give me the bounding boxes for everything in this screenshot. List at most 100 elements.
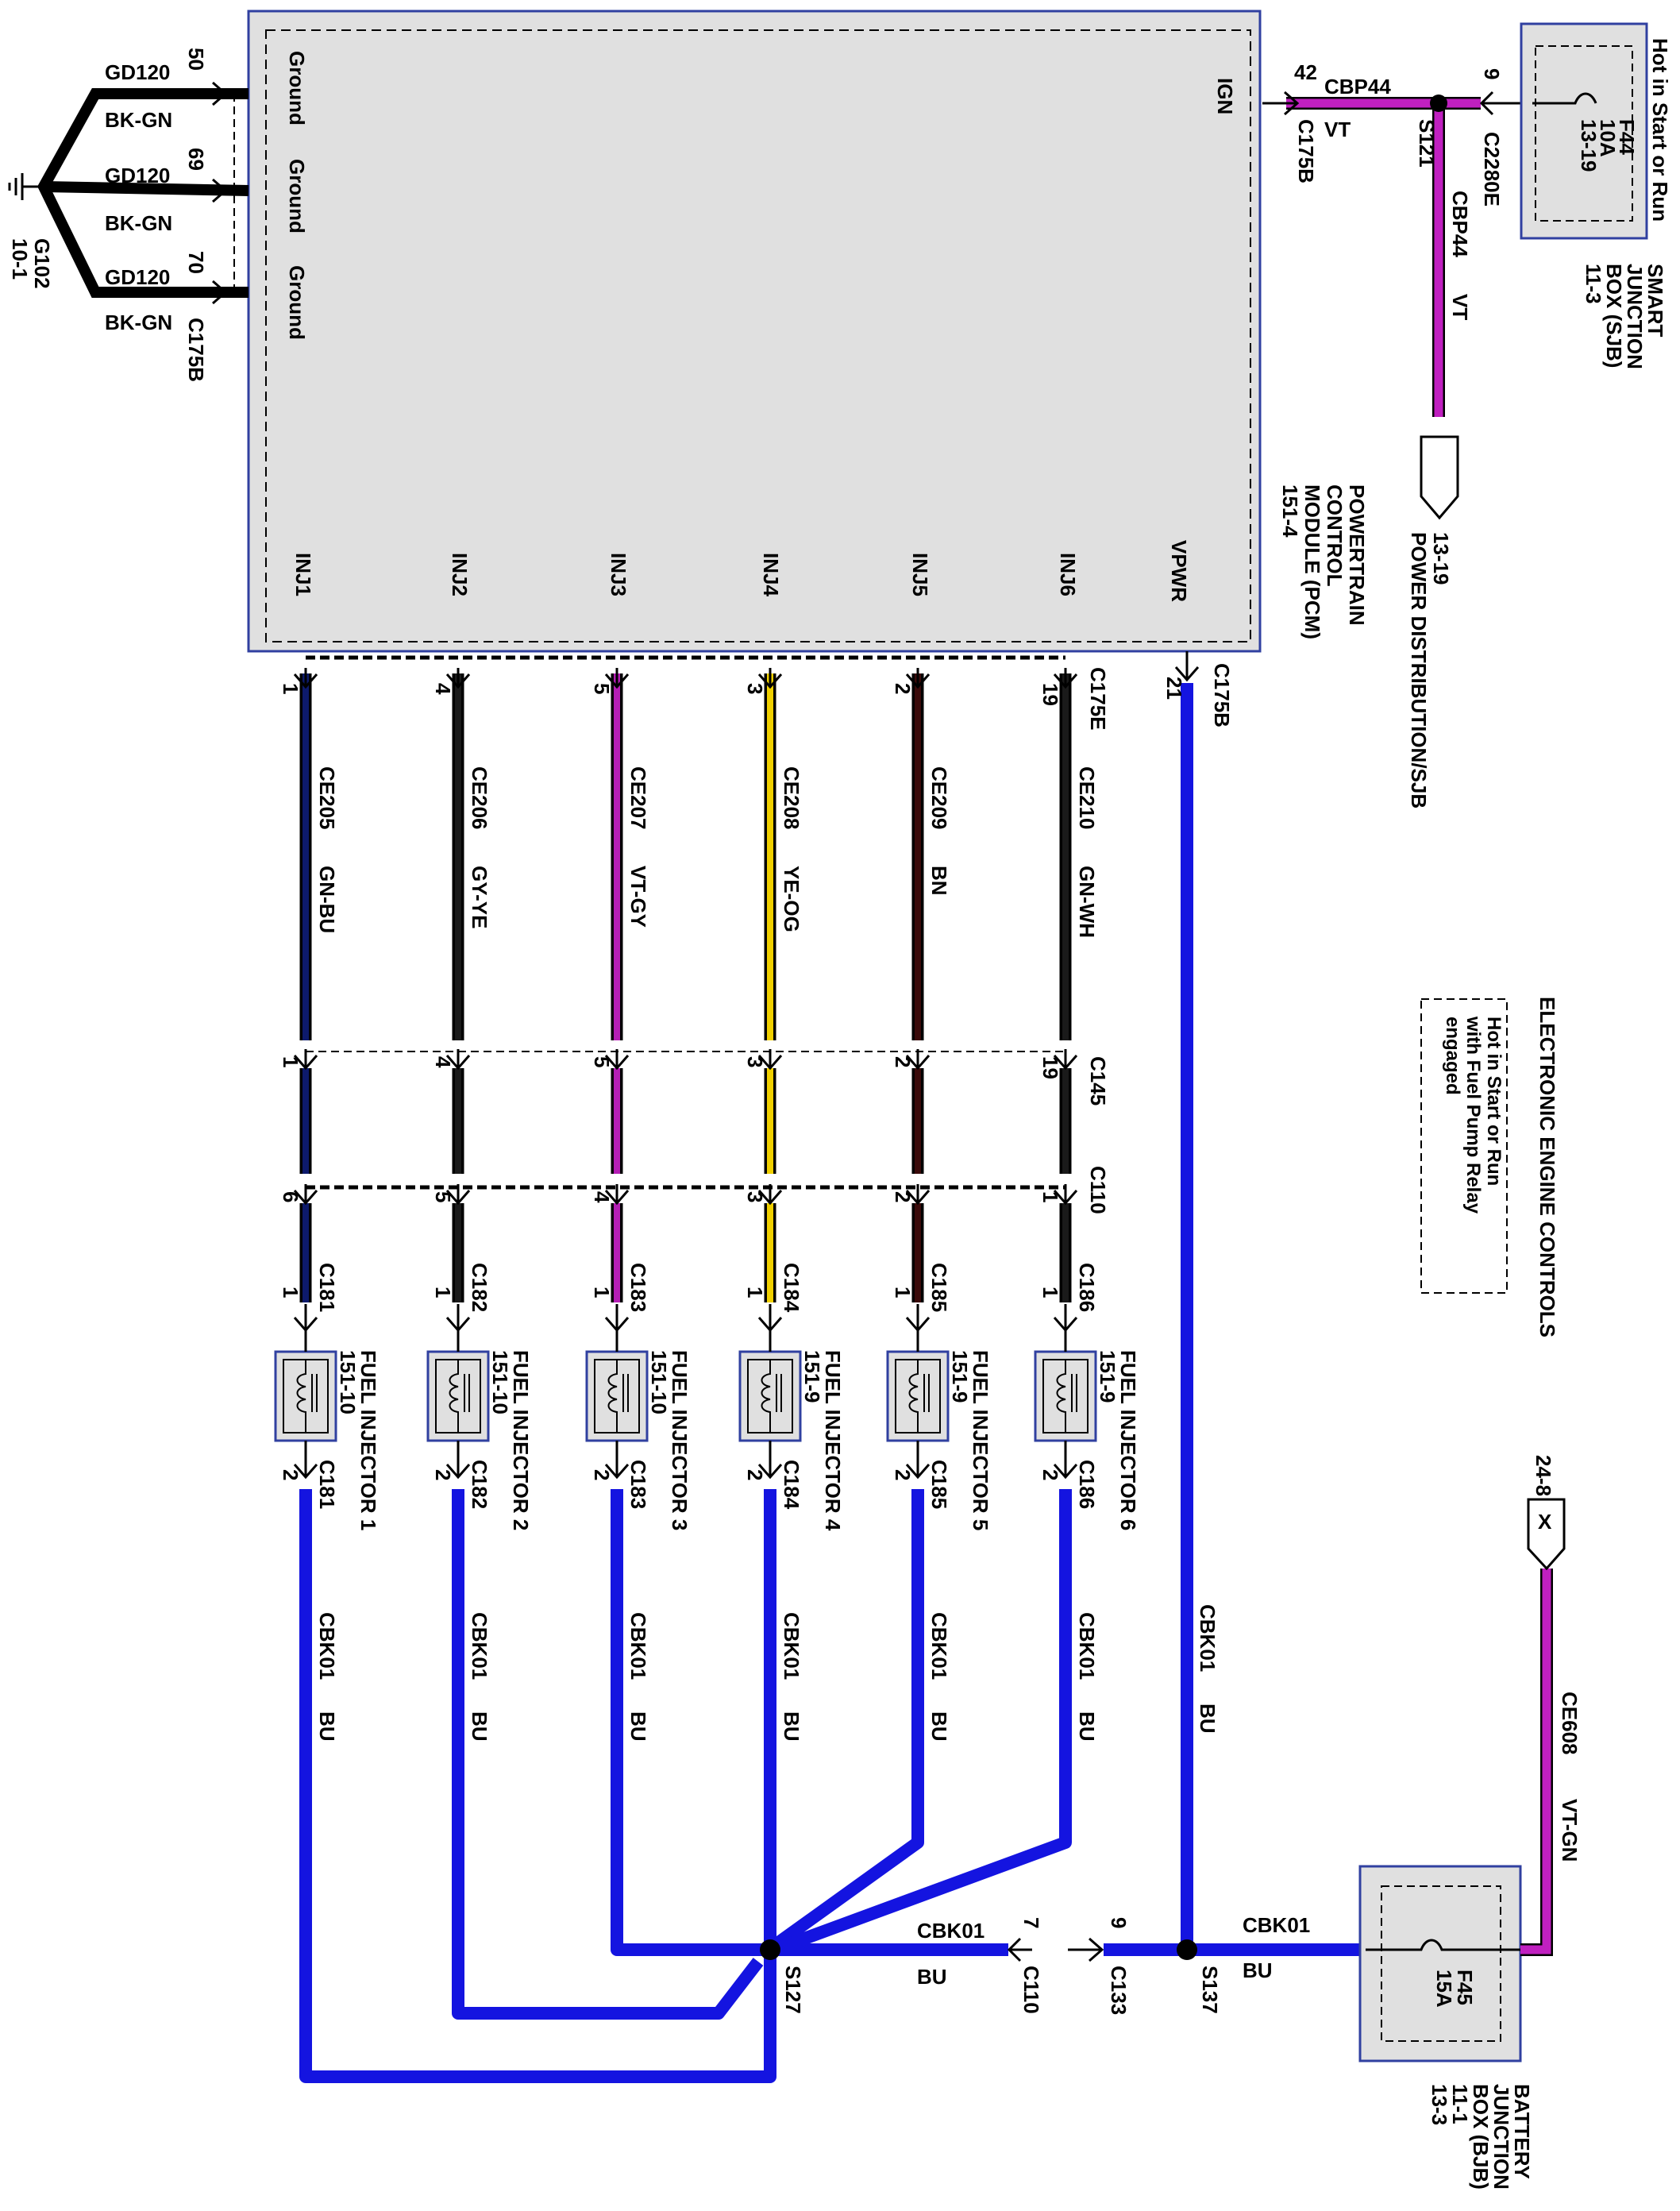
fuel-injector-4-ref: 151-9 [800,1350,824,1403]
injector-2-pin-top: 1 [431,1287,455,1298]
bjb-fuse-rating: 15A [1432,1970,1456,2008]
pcm-pin-ground-3: Ground [285,265,309,340]
fuel-injector-3-name: FUEL INJECTOR 3 [668,1350,692,1530]
relay-x-arrow [1527,1498,1566,1571]
injector-6-plug-c110 [1053,1184,1078,1206]
pcm-pin-inj1: INJ1 [291,553,315,596]
injector-5-c145-pin: 2 [891,1056,915,1067]
eec-note-2: with Fuel Pump Relay [1462,1016,1484,1214]
injector-2-plug-c110 [445,1184,471,1206]
injector-5-plug-c110 [905,1184,931,1206]
injector-3-plug-pcm [604,668,630,689]
ground-circuit-3: GD120 [105,265,170,289]
injector-3-connector-bottom: C183 [626,1460,650,1509]
injector-6-return-circuit: CBK01 [1075,1612,1099,1680]
injector-3-circuit: CE207 [626,766,650,830]
injector-1-c145-pin: 1 [279,1056,302,1067]
injector-return-bus [299,1489,1366,2083]
injector-3-connector-top: C183 [626,1263,650,1312]
fuel-injector-5-name: FUEL INJECTOR 5 [969,1350,992,1530]
pcm-pin-inj2: INJ2 [448,553,472,596]
ign-connector: C175B [1294,119,1318,183]
pcm-name-2: CONTROL [1323,484,1347,587]
injector-4-return-color: BU [780,1711,803,1742]
bus-connectors [1007,1937,1104,1962]
fuel-injector-6-coil-icon [1056,1360,1077,1433]
c133-label: C133 [1107,1966,1131,2015]
injector-4-return-circuit: CBK01 [780,1612,803,1680]
fuel-injector-6-name: FUEL INJECTOR 6 [1116,1350,1140,1530]
ign-pin: 42 [1294,60,1317,84]
vpwr-pin: 21 [1162,677,1186,700]
injector-3-return-circuit: CBK01 [626,1612,650,1680]
injector-5-pin-bottom: 2 [891,1469,915,1480]
sjb-name-3: BOX (SJB) [1602,264,1626,368]
injector-5-color: BN [927,866,951,896]
injector-1-pin-bottom: 2 [279,1469,302,1480]
injector-3-pin-top: 1 [590,1287,614,1298]
injector-1-plug-c145 [293,1049,318,1071]
injector-2-plug-pcm [445,668,471,689]
bjb-name-4: 11-1 [1448,2084,1472,2124]
injector-3-c145-pin: 5 [590,1056,614,1067]
sjb-fuse-ref: 13-19 [1577,119,1601,172]
pcm-bottom-pins: INJ1 INJ2 INJ3 INJ4 INJ5 INJ6 VPWR [291,540,1191,602]
injector-6-circuit: CE210 [1075,766,1099,830]
vpwr-circuit: CBK01 [1196,1604,1220,1672]
injector-2-color: GY-YE [468,866,491,928]
c110-bus-label: C110 [1019,1966,1043,2014]
sjb-box [1520,22,1648,240]
injector-1-plug-c110 [293,1184,318,1206]
injector-4-connector-bottom: C184 [780,1460,803,1510]
eec-note-1: Hot in Start or Run [1483,1017,1505,1186]
sjb-name-2: JUNCTION [1623,264,1647,369]
ground-color-1: BK-GN [105,108,172,132]
injector-4-c110-pin: 3 [743,1191,767,1202]
relay-circuit: CE608 [1558,1692,1582,1755]
injector-1-circuit: CE205 [315,766,339,830]
injector-6-connector-top: C186 [1075,1263,1099,1312]
injector-3-plug-c145 [604,1049,630,1071]
bjb-box-inner [1381,1885,1501,2042]
sjb-box-inner [1535,45,1633,222]
ign-circuit: CBP44 [1324,75,1391,98]
sjb-fuse-symbol [1532,92,1597,105]
pcm-pin-inj4: INJ4 [759,553,783,596]
pd-ref: 13-19 [1429,532,1453,585]
relay-x: X [1538,1510,1552,1534]
fuel-injector-2-coil-icon [449,1360,470,1433]
fuel-injector-2-ref: 151-10 [488,1350,512,1414]
injector-5-pin-pcm: 2 [891,683,915,694]
bjb-fuse-id: F45 [1453,1970,1477,2005]
bjb-box [1358,1865,1522,2062]
sjb-hot-label: Hot in Start or Run [1648,38,1672,222]
ign-down-color: VT [1448,294,1472,320]
injector-6-return-color: BU [1075,1711,1099,1742]
injector-3-pin-bottom: 2 [590,1469,614,1480]
injector-2-plug-c145 [445,1049,471,1071]
ign-splice: S121 [1415,119,1439,168]
bjb-name-5: 13-3 [1428,2084,1451,2125]
pcm-pin-ign: IGN [1213,78,1237,114]
fuel-injector-1-coil-icon [296,1360,318,1433]
vpwr-color: BU [1196,1704,1220,1734]
eec-note-box [1420,998,1508,1294]
injector-5-pin-top: 1 [891,1287,915,1298]
ground-connector: C175B [184,318,208,382]
pd-label: POWER DISTRIBUTION/SJB [1407,532,1431,808]
bus-color-left: BU [917,1965,947,1989]
injector-3-color: VT-GY [626,866,650,928]
injector-5-plug-c145 [905,1049,931,1071]
injector-2-return-color: BU [468,1711,491,1742]
sjb-connector: C2280E [1480,132,1504,206]
pcm-label: POWERTRAIN CONTROL MODULE (PCM) 151-4 [1278,484,1369,639]
injector-1-pin-top: 1 [279,1287,302,1298]
bus-circuit-left: CBK01 [917,1919,984,1943]
injector-4-pin-top: 1 [743,1287,767,1298]
fuel-injector-2-name: FUEL INJECTOR 2 [509,1350,533,1530]
injector-2-pin-pcm: 4 [431,683,455,695]
c110-label: C110 [1086,1166,1110,1214]
power-distribution-arrow [1420,435,1459,520]
injector-6-pin-bottom: 2 [1038,1469,1062,1480]
